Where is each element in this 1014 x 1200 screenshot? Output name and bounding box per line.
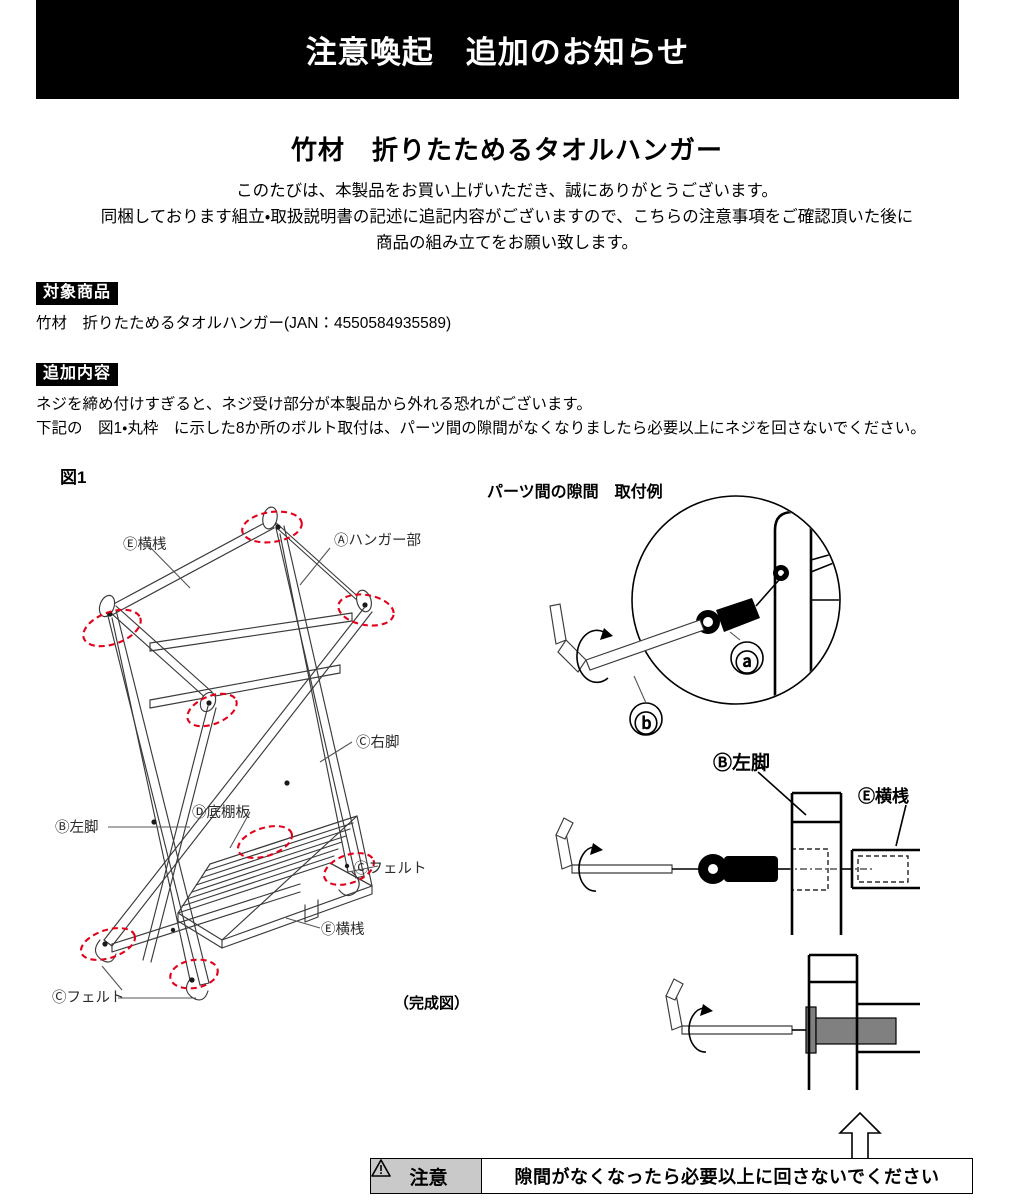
section-label-target-product: 対象商品 <box>36 282 119 305</box>
target-product-text: 竹材 折りたためるタオルハンガー(JAN：4550584935589) <box>36 315 452 332</box>
section-label-added-content: 追加内容 <box>36 363 119 386</box>
figure2-callout-b: ⓑ <box>634 711 658 738</box>
greeting-line-1: このたびは、本製品をお買い上げいただき、誠にありがとうございます。 <box>236 182 778 200</box>
cross-section-no-gap <box>665 953 920 1161</box>
bolt-location-markers <box>79 510 395 990</box>
caution-message: 隙間がなくなったら必要以上に回さないでください <box>514 1167 940 1187</box>
figure2-callout-a: ⓐ <box>735 650 759 677</box>
header-banner: 注意喚起 追加のお知らせ <box>36 0 959 99</box>
figure1-label-e-top: Ⓔ横桟 <box>123 537 167 553</box>
towel-hanger-isometric-drawing <box>79 506 395 1001</box>
figure1-label-c-felt-right: Ⓒフェルト <box>354 861 427 877</box>
greeting-paragraph: このたびは、本製品をお買い上げいただき、誠にありがとうございます。 同梱しており… <box>0 178 1014 256</box>
figure1-label-a-hanger: Ⓐハンガー部 <box>334 533 421 549</box>
figure1-label-e-bottom: Ⓔ横桟 <box>321 922 365 938</box>
figure1-caption: 図1 <box>60 468 87 487</box>
added-content-line-2: 下記の 図1・丸枠 に示した8か所のボルト取付は、パーツ間の隙間がなくなりました… <box>36 420 926 437</box>
figure1-label-c-felt-left: Ⓒフェルト <box>52 990 125 1006</box>
figure1-label-b-left-leg: Ⓑ左脚 <box>55 820 99 836</box>
greeting-line-2: 同梱しております組立・取扱説明書の記述に追記内容がございますので、こちらの注意事… <box>100 208 914 226</box>
figure1-footnote: （完成図） <box>394 995 470 1012</box>
figure2-label-b-left-leg: Ⓑ左脚 <box>713 753 771 774</box>
figure1-label-c-right-leg: Ⓒ右脚 <box>356 735 400 751</box>
caution-tag: 注意 <box>371 1159 482 1193</box>
greeting-line-3: 商品の組み立てをお願い致します。 <box>375 234 639 252</box>
cross-section-with-gap <box>555 771 920 935</box>
figure1-label-d-shelf: Ⓓ底棚板 <box>192 805 250 821</box>
caution-footer-bar: 注意 隙間がなくなったら必要以上に回さないでください <box>370 1158 973 1194</box>
magnified-joint-detail <box>549 495 841 736</box>
figure2-caption: パーツ間の隙間 取付例 <box>487 484 663 501</box>
caution-tag-label: 注意 <box>409 1167 448 1189</box>
product-title: 竹材 折りたためるタオルハンガー <box>290 135 723 165</box>
added-content-line-1: ネジを締め付けすぎると、ネジ受け部分が本製品から外れる恐れがございます。 <box>36 396 592 413</box>
figure2-label-e-rail: Ⓔ横桟 <box>858 787 909 806</box>
header-title: 注意喚起 追加のお知らせ <box>305 35 690 70</box>
